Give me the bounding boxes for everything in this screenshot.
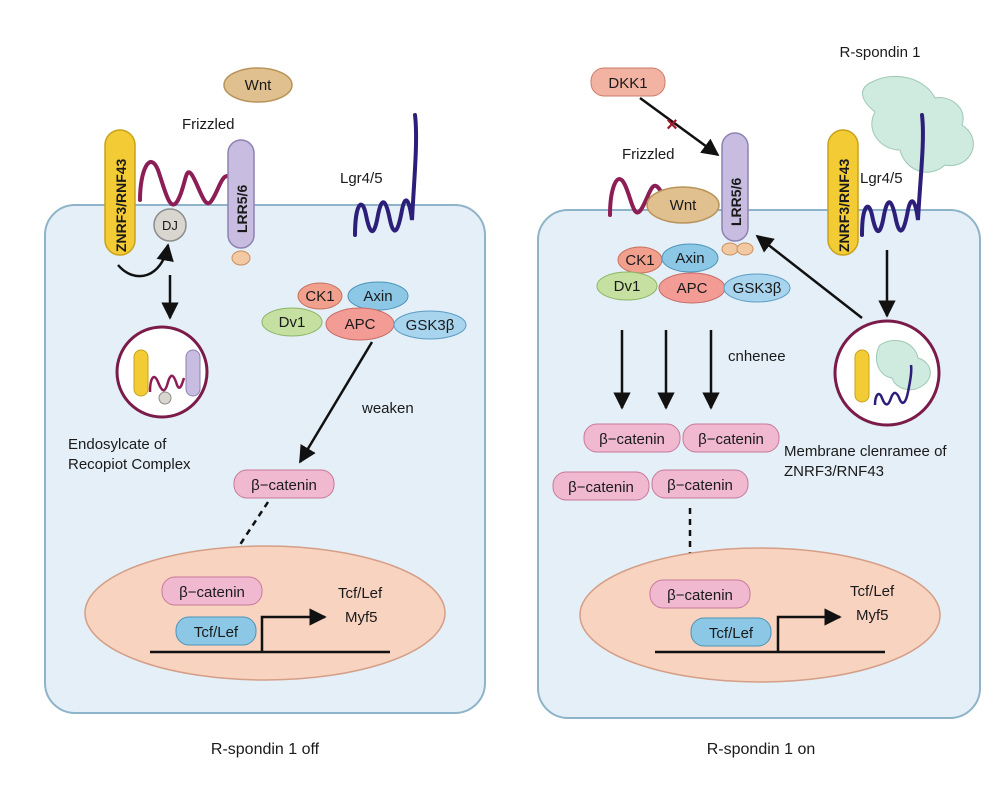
left-nucleus (84, 545, 446, 681)
right-lrr-phospho-2 (736, 242, 754, 256)
right-beta-catenin-2 (682, 423, 780, 453)
left-dv-label: DJ (162, 218, 178, 233)
left-lgr-label: Lgr4/5 (340, 170, 383, 187)
right-lrr-phospho-1 (721, 242, 739, 256)
left-frizzled-label: Frizzled (182, 116, 235, 133)
left-dv1-label: Dv1 (279, 314, 306, 331)
right-gsk3b (723, 273, 791, 303)
right-beta-catenin-1-label: β−catenin (599, 431, 665, 448)
left-znrf3-label: ZNRF3/RNF43 (113, 158, 129, 252)
right-beta-catenin-1 (583, 423, 681, 453)
left-tcf-lef-box (175, 616, 257, 646)
left-dv1 (261, 307, 323, 337)
left-endosome-frizzled (148, 374, 186, 393)
left-panel-caption: R-spondin 1 off (211, 741, 320, 758)
right-dv1 (596, 271, 658, 301)
left-endosome-dv (158, 391, 172, 405)
right-beta-catenin-3 (552, 471, 650, 501)
right-beta-catenin-4-label: β−catenin (667, 477, 733, 494)
right-axin-label: Axin (675, 250, 704, 267)
left-axin-label: Axin (363, 288, 392, 305)
left-weaken-arrow (298, 341, 374, 464)
right-tcf-lef-box (690, 617, 772, 647)
left-wnt-ligand (223, 67, 293, 103)
right-znrf3-label: ZNRF3/RNF43 (836, 158, 852, 252)
left-lgr-receptor (353, 113, 419, 237)
right-nuclear-beta-catenin (649, 579, 751, 609)
right-panel-caption: R-spondin 1 on (707, 741, 816, 758)
right-beta-catenin-4 (651, 469, 749, 499)
left-panel: Wnt Frizzled ZNRF3/RNF43 DJ LRR5/6 Lgr4/… (44, 67, 486, 758)
left-nuclear-beta-catenin (161, 576, 263, 606)
right-destruction-complex: CK1 Axin Dv1 APC GSK3β (596, 243, 791, 304)
left-transcription-arrow (260, 608, 327, 652)
left-endosome-lrr (185, 349, 201, 397)
right-vesicle-znrf (854, 349, 870, 403)
right-frizzled-label: Frizzled (622, 146, 675, 163)
left-endocytosis-line1: Endosylcate of (68, 436, 167, 453)
left-lrr-receptor (227, 139, 255, 249)
left-tcf-lef-label: Tcf/Lef (338, 585, 383, 602)
left-znrf3-receptor (104, 129, 136, 256)
left-tcf-lef-box-label: Tcf/Lef (194, 624, 239, 641)
right-beta-catenin-3-label: β−catenin (568, 479, 634, 496)
left-ck1 (297, 282, 343, 310)
left-beta-catenin-label: β−catenin (251, 477, 317, 494)
right-vesicle-rspo (876, 340, 931, 391)
left-endosome-znrf (133, 349, 149, 397)
right-transcription-arrow (776, 608, 842, 652)
right-dkk1-label: DKK1 (608, 75, 647, 92)
right-myf5-label: Myf5 (856, 607, 889, 624)
right-lgr-receptor (860, 113, 925, 237)
right-clearance-lrr-arrow (755, 234, 863, 319)
left-weaken-label: weaken (361, 400, 414, 417)
left-lrr-phospho (231, 250, 251, 266)
left-ck1-label: CK1 (305, 288, 334, 305)
right-vesicle-lgr (873, 364, 913, 406)
right-membrane-line1: Membrane clenramee of (784, 443, 947, 460)
left-znrf-dv-arrow (117, 243, 174, 278)
left-translocation-arrow (224, 501, 270, 568)
right-dkk1 (590, 67, 666, 97)
right-wnt-label: Wnt (670, 197, 698, 214)
right-lrr-receptor (721, 132, 749, 242)
right-gsk3b-label: GSK3β (733, 280, 782, 297)
right-rspo-ligand (862, 75, 974, 173)
right-ck1-label: CK1 (625, 252, 654, 269)
left-gsk3b-label: GSK3β (406, 317, 455, 334)
left-myf5-label: Myf5 (345, 609, 378, 626)
right-lgr-label: Lgr4/5 (860, 170, 903, 187)
right-nuclear-beta-catenin-label: β−catenin (667, 587, 733, 604)
left-beta-catenin (233, 469, 335, 499)
right-membrane-line2: ZNRF3/RNF43 (784, 463, 884, 480)
right-dkk1-block-mark: × (666, 114, 678, 136)
left-wnt-label: Wnt (245, 77, 273, 94)
left-destruction-complex: CK1 Axin Dv1 APC GSK3β (261, 281, 467, 341)
left-dv-protein (153, 208, 187, 242)
left-nuclear-beta-catenin-label: β−catenin (179, 584, 245, 601)
left-endocytosis-line2: Recopiot Complex (68, 456, 191, 473)
right-dv1-label: Dv1 (614, 278, 641, 295)
right-znrf3-receptor (827, 129, 859, 256)
left-frizzled-receptor (138, 160, 234, 207)
right-panel: DKK1 × R-spondin 1 Frizzled Wnt LRR5/6 Z… (537, 44, 981, 758)
right-enhance-label: cnhenee (728, 348, 786, 365)
right-apc-label: APC (677, 280, 708, 297)
right-wnt-ligand (646, 186, 720, 224)
right-rspo-label: R-spondin 1 (840, 44, 921, 61)
right-lrr-label: LRR5/6 (728, 178, 744, 226)
right-axin (661, 243, 719, 273)
left-gsk3b (393, 310, 467, 340)
right-beta-catenin-2-label: β−catenin (698, 431, 764, 448)
right-tcf-lef-label: Tcf/Lef (850, 583, 895, 600)
right-tcf-lef-box-label: Tcf/Lef (709, 625, 754, 642)
right-dkk1-arrow (639, 96, 720, 157)
left-lrr-label: LRR5/6 (234, 185, 250, 233)
left-apc-label: APC (345, 316, 376, 333)
